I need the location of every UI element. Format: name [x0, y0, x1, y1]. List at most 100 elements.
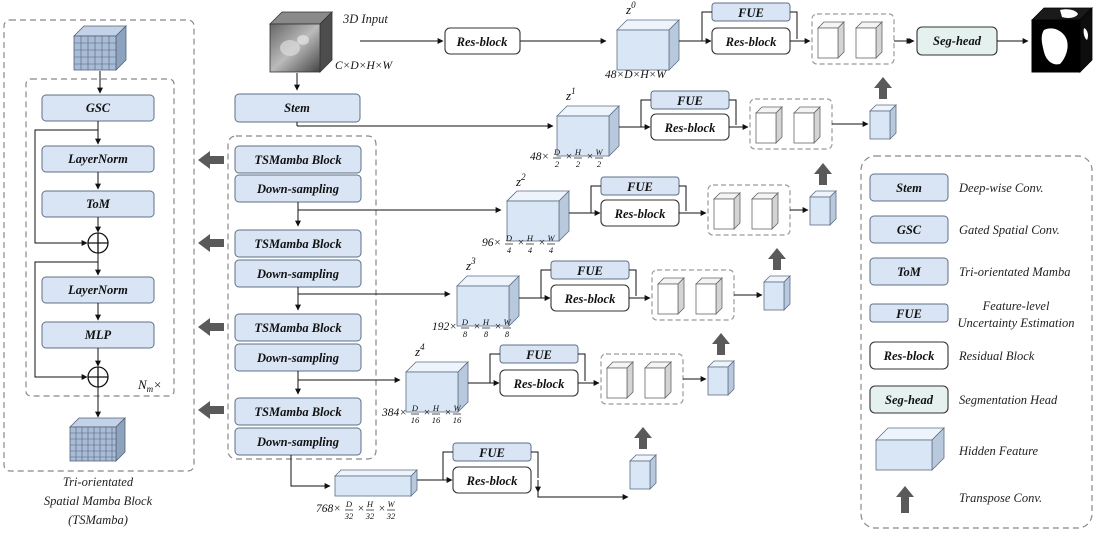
- upsampled-cube-1: [869, 104, 897, 140]
- dims-d-4-den: 16: [411, 415, 420, 425]
- dims-times-b-2: ×: [538, 237, 546, 249]
- legend-hidden-feature-cube-icon: [875, 427, 945, 471]
- caption-line-2: Spatial Mamba Block: [44, 494, 153, 508]
- dims-times-a-1: ×: [565, 151, 573, 163]
- legend-stem-desc: Deep-wise Conv.: [958, 181, 1043, 195]
- dims-h-5-den: 32: [365, 511, 375, 521]
- legend-seghead-desc: Segmentation Head: [959, 393, 1058, 407]
- transpose-conv-arrow-icon-4: [712, 333, 730, 355]
- legend-tom-key: ToM: [897, 265, 922, 279]
- legend-stem-key: Stem: [896, 181, 922, 195]
- fue-label-3: FUE: [576, 264, 603, 278]
- dims-h-5-num: H: [366, 499, 374, 509]
- dims-h-1-num: H: [574, 147, 582, 157]
- dims-w-5-num: W: [387, 499, 395, 509]
- dims-h-1: H2: [574, 147, 582, 169]
- hidden-feature-cube-5: [334, 469, 418, 497]
- transpose-conv-arrow-icon-3: [768, 248, 786, 270]
- legend-tom-desc: Tri-orientated Mamba: [959, 265, 1070, 279]
- dims-w-1-den: 2: [597, 159, 602, 169]
- concat-frame-0: [811, 13, 895, 65]
- caption-line-3: (TSMamba): [68, 513, 128, 527]
- dims-h-4-num: H: [432, 403, 440, 413]
- dims-label-0: 48×D×H×W: [605, 69, 667, 81]
- upsampled-cube-2: [809, 190, 837, 226]
- dims-d-5-den: 32: [344, 511, 354, 521]
- left-arrow-icon-4: [198, 401, 224, 419]
- tsmamba-block-1: [234, 145, 362, 174]
- dims-d-4: D 16: [411, 403, 420, 425]
- dims-h-2-num: H: [526, 233, 534, 243]
- dims-coef-1: 48×: [530, 151, 549, 163]
- layernorm-label-1: LayerNorm: [67, 152, 128, 166]
- concat-cube-a-4: [606, 361, 634, 399]
- legend-gsc-box: [869, 215, 949, 244]
- dims-w-3-num: W: [503, 317, 511, 327]
- fue-label-5: FUE: [478, 446, 505, 460]
- legend-resblock-box: [869, 341, 949, 370]
- z-label-4: z4: [414, 342, 425, 359]
- tsmamba-detail-panel: GSC LayerNorm ToM LayerNorm MLP Nm×: [3, 19, 195, 527]
- expand-arrows: [198, 151, 224, 419]
- legend: Stem Deep-wise Conv. GSC Gated Spatial C…: [860, 155, 1093, 529]
- tom-label: ToM: [86, 197, 111, 211]
- output-grid-cube-icon: [69, 417, 126, 462]
- concat-cube-a-1: [755, 106, 783, 144]
- dims-h-4: H 16: [432, 403, 441, 425]
- dims-d-4-num: D: [411, 403, 419, 413]
- hidden-feature-cube-4: [405, 361, 469, 413]
- tsmamba-block-3: [234, 313, 362, 342]
- dims-d-3-den: 8: [463, 329, 468, 339]
- dims-w-1: W2: [595, 147, 603, 169]
- downsampling-label-4: Down-sampling: [256, 435, 339, 449]
- tsmamba-label-3: TSMamba Block: [254, 321, 342, 335]
- input-volume-image: [269, 11, 333, 73]
- encoder-frame: [227, 135, 377, 460]
- downsampling-block-4: [234, 427, 362, 456]
- legend-gsc-key: GSC: [897, 223, 922, 237]
- z-label-3: z3: [465, 256, 476, 273]
- dims-w-1-num: W: [595, 147, 603, 157]
- resblock-label-5: Res-block: [466, 474, 518, 488]
- legend-fue-desc-2: Uncertainty Estimation: [958, 316, 1075, 330]
- left-arrow-icon-3: [198, 318, 224, 336]
- dims-h-3: H8: [482, 317, 490, 339]
- fue-label-4: FUE: [525, 348, 552, 362]
- dims-w-2-num: W: [547, 233, 555, 243]
- tsmamba-block-2: [234, 229, 362, 258]
- tsmamba-outer-frame: [3, 19, 195, 472]
- dims-h-4-den: 16: [432, 415, 441, 425]
- dims-times-a-2: ×: [517, 237, 525, 249]
- legend-stem-box: [869, 173, 949, 202]
- z-label-0: z0: [625, 0, 636, 17]
- dims-h-1-den: 2: [576, 159, 581, 169]
- input-dims: C×D×H×W: [335, 60, 394, 72]
- concat-cube-b-4: [644, 361, 672, 399]
- dims-w-5-den: 32: [386, 511, 396, 521]
- seghead-label: Seg-head: [933, 34, 982, 48]
- dims-d-3-num: D: [461, 317, 469, 327]
- downsampling-label-2: Down-sampling: [256, 267, 339, 281]
- tsmamba-label-4: TSMamba Block: [254, 405, 342, 419]
- legend-tom-box: [869, 257, 949, 286]
- hidden-feature-cube-3: [456, 275, 520, 327]
- concat-cube-a-0: [817, 21, 845, 59]
- dims-d-1-num: D: [553, 147, 561, 157]
- layernorm-label-2: LayerNorm: [67, 283, 128, 297]
- concat-cube-a-2: [713, 192, 741, 230]
- dims-d-2: D4: [505, 233, 513, 255]
- dims-d-1-den: 2: [555, 159, 560, 169]
- upsampled-cube-4: [707, 360, 735, 396]
- resblock-input: [444, 27, 521, 55]
- stem-label: Stem: [284, 101, 310, 115]
- fue-label-1: FUE: [676, 94, 703, 108]
- legend-fue-desc-1: Feature-level: [982, 299, 1050, 313]
- mlp-label: MLP: [84, 328, 112, 342]
- concat-cube-a-3: [657, 277, 685, 315]
- left-arrow-icon-2: [198, 234, 224, 252]
- gsc-label: GSC: [86, 101, 111, 115]
- legend-seghead-key: Seg-head: [885, 393, 934, 407]
